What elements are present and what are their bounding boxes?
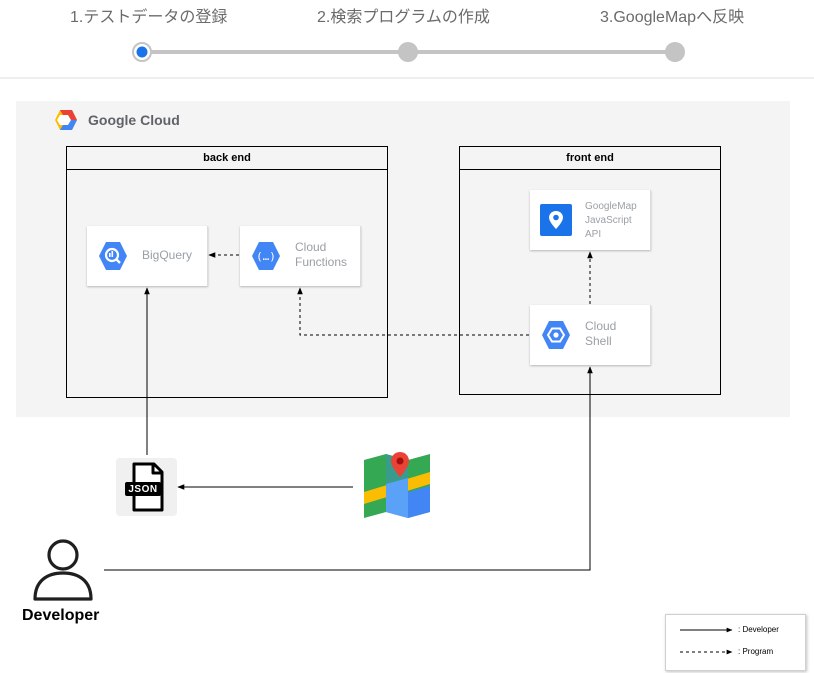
person-icon (33, 539, 93, 601)
shell-to-functions-arrow (297, 287, 529, 336)
google-maps-icon (364, 452, 430, 518)
developer-to-shell-arrow (104, 366, 593, 571)
googlemap-api-label-1: GoogleMap (585, 201, 637, 212)
bigquery-icon (99, 242, 127, 270)
cloud-shell-card[interactable]: Cloud Shell (530, 305, 651, 365)
legend-lines (680, 627, 733, 655)
maps-api-icon (540, 204, 572, 236)
googlemap-api-label-2: JavaScript (585, 215, 632, 226)
step-3-dot[interactable] (665, 42, 685, 62)
cloud-functions-icon: (…) (252, 242, 280, 270)
legend: : Developer : Program (665, 614, 806, 671)
cloud-functions-card[interactable]: (…) Cloud Functions (240, 226, 361, 286)
json-file-label: JSON (128, 484, 158, 495)
step-1-label: 1.テストデータの登録 (70, 9, 228, 26)
json-file: JSON (116, 458, 177, 516)
cloud-shell-icon (542, 321, 570, 349)
cloud-shell-label-2: Shell (585, 334, 612, 348)
bigquery-label: BigQuery (142, 248, 193, 262)
svg-text:(…): (…) (256, 250, 276, 263)
google-cloud-title: Google Cloud (88, 112, 180, 128)
google-cloud-logo-icon (55, 110, 77, 130)
backend-group: back end (66, 146, 388, 398)
legend-program-label: : Program (738, 647, 774, 656)
frontend-title: front end (460, 147, 720, 170)
progress-track (0, 42, 814, 79)
json-file-icon (125, 462, 164, 512)
googlemap-api-card[interactable]: GoogleMap JavaScript API (530, 190, 651, 250)
bigquery-card[interactable]: BigQuery (87, 226, 208, 286)
cloud-functions-label-2: Functions (295, 255, 348, 269)
googlemap-api-label-3: API (585, 229, 602, 240)
step-2-label: 2.検索プログラムの作成 (317, 9, 490, 26)
backend-title: back end (67, 147, 387, 170)
step-1-dot-fill (136, 46, 148, 58)
step-2-dot[interactable] (398, 42, 418, 62)
step-3-label: 3.GoogleMapへ反映 (600, 9, 745, 26)
cloud-shell-label-1: Cloud (585, 319, 617, 333)
developer-label: Developer (22, 607, 100, 624)
legend-developer-label: : Developer (738, 625, 779, 634)
cloud-functions-label-1: Cloud (295, 240, 327, 254)
